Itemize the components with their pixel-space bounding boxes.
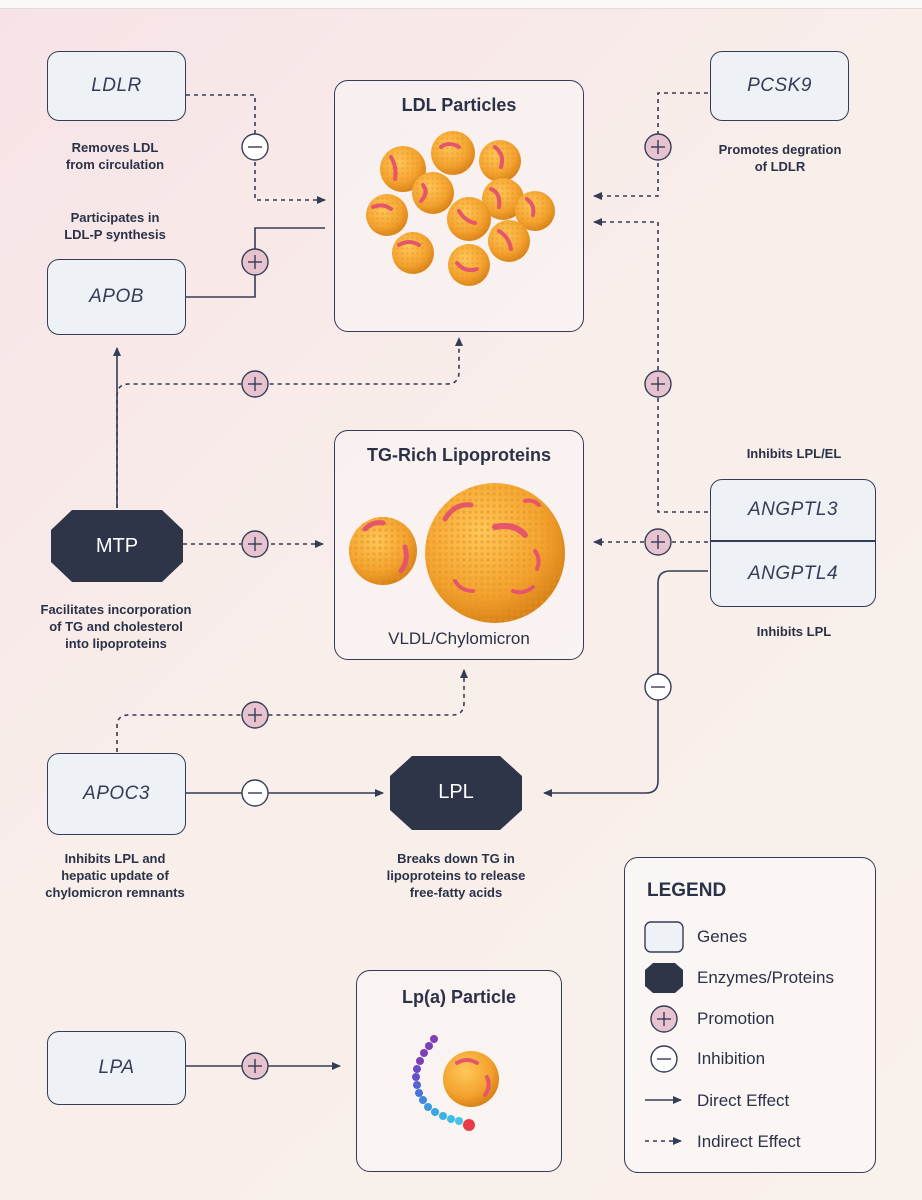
promotion-badge-angptl3-tg bbox=[644, 528, 672, 556]
note-apob: Participates in LDL-P synthesis bbox=[64, 210, 166, 242]
note-mtp: Facilitates incorporation of TG and chol… bbox=[40, 602, 192, 651]
note-apoc3: Inhibits LPL and hepatic update of chylo… bbox=[45, 851, 185, 900]
ldl-particles-title: LDL Particles bbox=[401, 95, 517, 115]
inhibition-badge-ldlr bbox=[241, 133, 269, 161]
inhibition-badge-angptl4 bbox=[644, 673, 672, 701]
mtp-to-ldl-arrow bbox=[116, 337, 463, 508]
legend-item-direct: Direct Effect bbox=[697, 1091, 790, 1110]
promotion-badge-mtp-tg bbox=[241, 530, 269, 558]
angptl3-to-ldl-arrow bbox=[593, 218, 708, 513]
tg-lipoprotein-illustration bbox=[349, 483, 565, 623]
promotion-badge-mtp-ldl bbox=[241, 370, 269, 398]
legend-item-inhibition: Inhibition bbox=[697, 1049, 766, 1068]
tg-rich-lipoproteins-box: TG-Rich Lipoproteins VLDL/Ch bbox=[334, 430, 584, 660]
legend-title: LEGEND bbox=[647, 880, 727, 901]
apolipoprotein-a-chain bbox=[412, 1035, 463, 1125]
inhibition-badge-apoc3 bbox=[241, 779, 269, 807]
promotion-badge-angptl3-ldl bbox=[644, 370, 672, 398]
note-pcsk9: Promotes degration of LDLR bbox=[718, 142, 842, 174]
enzyme-lpl-label: LPL bbox=[438, 781, 474, 803]
gene-apoc3: APOC3 bbox=[47, 753, 186, 835]
note-ldlr: Removes LDL from circulation bbox=[65, 140, 165, 172]
legend-promotion-icon bbox=[650, 1005, 678, 1033]
legend-gene-swatch bbox=[644, 921, 684, 953]
chylomicron-particle bbox=[425, 483, 565, 623]
legend-enzyme-swatch bbox=[645, 963, 683, 993]
legend-item-indirect: Indirect Effect bbox=[697, 1132, 801, 1151]
legend-item-promotion: Promotion bbox=[697, 1009, 775, 1028]
vldl-particle bbox=[349, 517, 417, 585]
legend-inhibition-icon bbox=[650, 1045, 678, 1073]
legend-item-genes: Genes bbox=[697, 927, 748, 946]
gene-ldlr: LDLR bbox=[47, 51, 186, 121]
promotion-badge-lpa bbox=[241, 1052, 269, 1080]
promotion-badge-apob bbox=[241, 248, 269, 276]
pcsk9-to-ldl-arrow bbox=[593, 92, 708, 200]
gene-lpa: LPA bbox=[47, 1031, 186, 1105]
lpa-core-particle bbox=[443, 1051, 499, 1107]
gene-apob: APOB bbox=[47, 259, 186, 335]
legend: LEGEND Genes Enzymes/Proteins Promotion … bbox=[624, 857, 876, 1173]
gene-pcsk9: PCSK9 bbox=[710, 51, 849, 121]
promotion-badge-apoc3-tg bbox=[241, 701, 269, 729]
legend-symbols bbox=[644, 921, 684, 1145]
lpa-particle-box: Lp(a) Particle bbox=[356, 970, 562, 1172]
enzyme-mtp-label: MTP bbox=[95, 535, 139, 557]
tg-rich-lipoproteins-title: TG-Rich Lipoproteins bbox=[367, 445, 551, 465]
apob-anchor-dot bbox=[463, 1119, 475, 1131]
note-angptl4: Inhibits LPL bbox=[756, 624, 832, 639]
lpa-particle-illustration bbox=[412, 1035, 499, 1131]
apoc3-to-tg-arrow bbox=[116, 669, 468, 752]
gene-angptl4: ANGPTL4 bbox=[710, 541, 876, 607]
gene-angptl3: ANGPTL3 bbox=[710, 479, 876, 541]
ldl-particles-box: LDL Particles bbox=[334, 80, 584, 332]
note-angptl3: Inhibits LPL/EL bbox=[746, 446, 842, 461]
lpa-particle-title: Lp(a) Particle bbox=[401, 987, 517, 1007]
ldl-particles-illustration bbox=[366, 131, 555, 286]
promotion-badge-pcsk9 bbox=[644, 133, 672, 161]
top-bar bbox=[0, 0, 922, 9]
tg-caption: VLDL/Chylomicron bbox=[388, 629, 530, 648]
legend-item-enzymes: Enzymes/Proteins bbox=[697, 968, 834, 987]
note-lpl: Breaks down TG in lipoproteins to releas… bbox=[386, 851, 526, 900]
ldl-particle-cluster bbox=[366, 131, 555, 286]
